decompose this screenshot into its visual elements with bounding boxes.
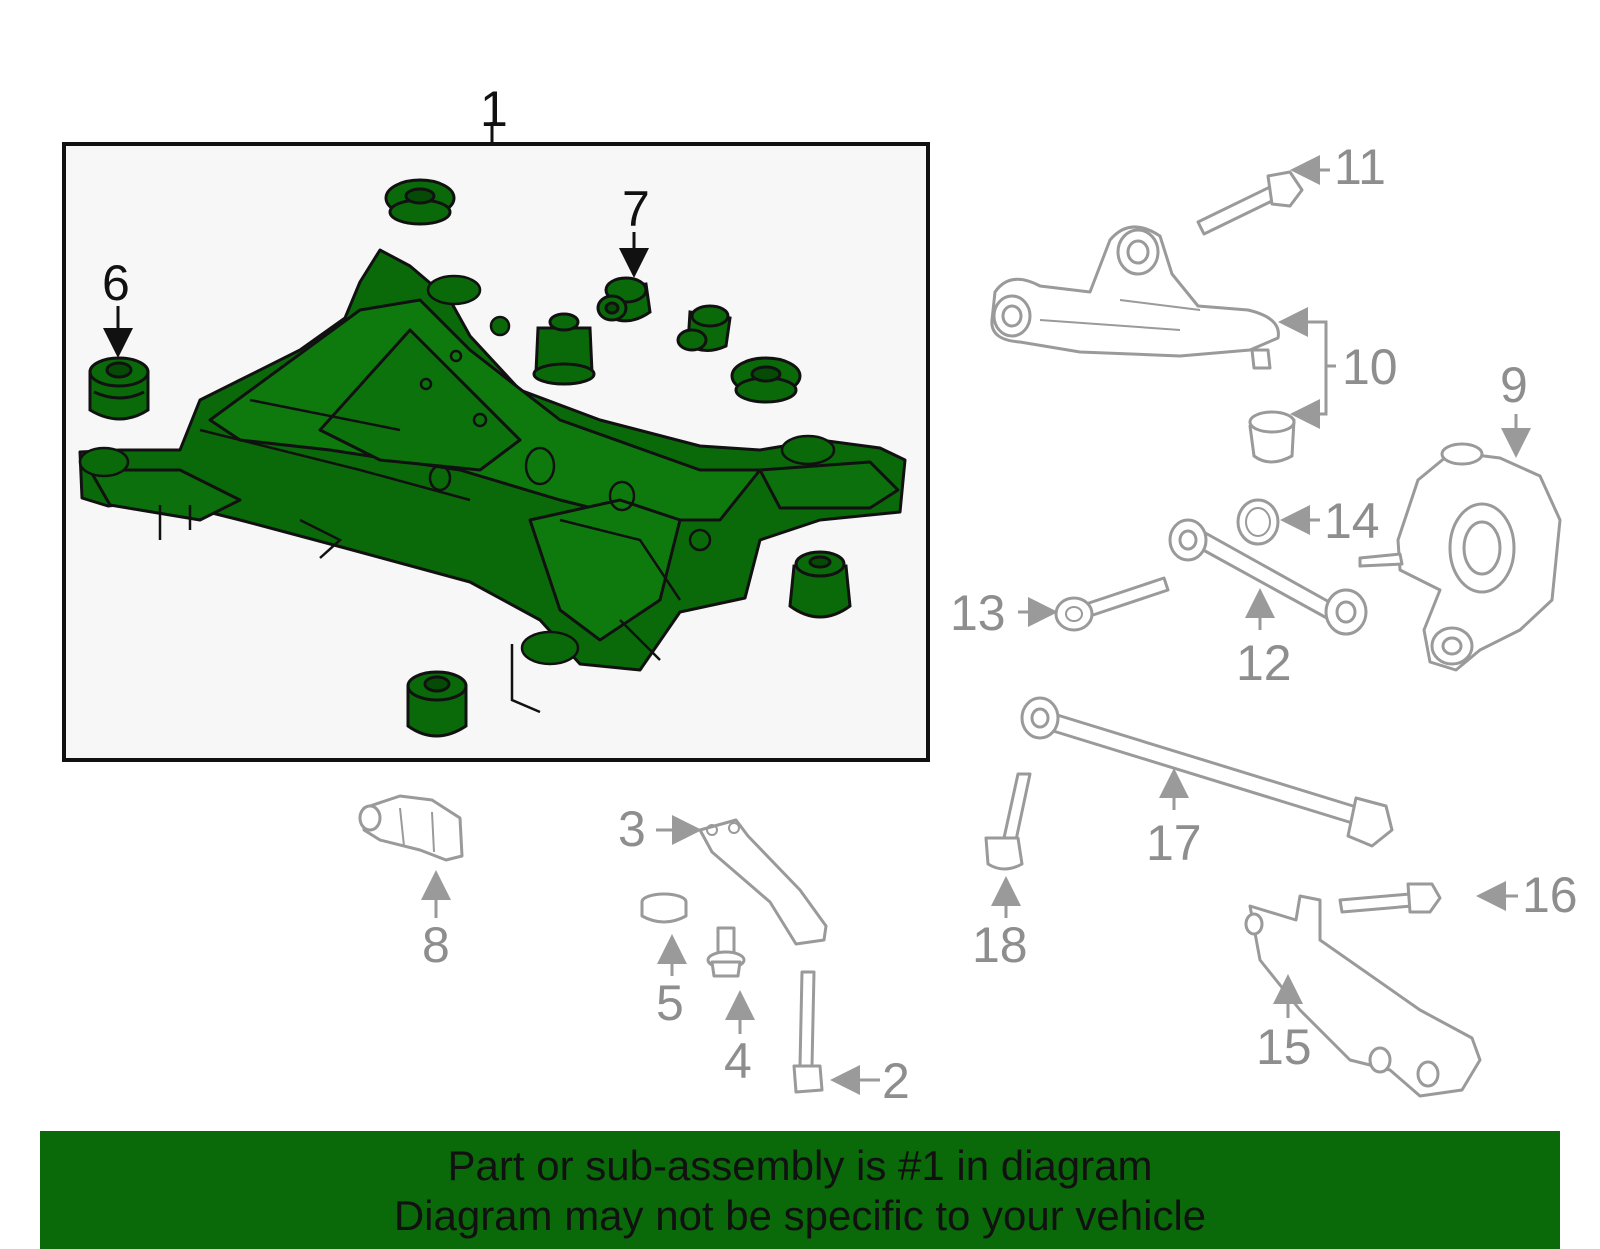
bracket-3[interactable] bbox=[698, 818, 828, 946]
callout-1: 1 bbox=[480, 81, 508, 137]
rear-subframe[interactable] bbox=[78, 248, 907, 672]
knuckle-9[interactable] bbox=[1358, 442, 1562, 672]
subframe-details bbox=[78, 274, 836, 714]
bolt-11[interactable] bbox=[1196, 170, 1304, 236]
mount-rubber-right[interactable] bbox=[730, 356, 802, 404]
bolt-13[interactable] bbox=[1054, 576, 1170, 632]
callout-7: 7 bbox=[622, 181, 650, 237]
callout-4: 4 bbox=[724, 1033, 752, 1089]
info-banner: Part or sub-assembly is #1 in diagram Di… bbox=[40, 1131, 1560, 1249]
subframe-assembly-panel[interactable] bbox=[62, 122, 930, 762]
callout-14: 14 bbox=[1324, 493, 1380, 549]
upper-control-arm[interactable] bbox=[990, 225, 1280, 370]
bolt-18[interactable] bbox=[984, 772, 1032, 871]
callout-9: 9 bbox=[1500, 357, 1528, 413]
callout-2: 2 bbox=[882, 1053, 910, 1109]
mount-rubber-upper[interactable] bbox=[384, 178, 456, 226]
bracket-8[interactable] bbox=[358, 794, 464, 862]
callout-16: 16 bbox=[1522, 867, 1578, 923]
bushing-7[interactable] bbox=[596, 276, 652, 323]
callout-18: 18 bbox=[972, 917, 1028, 973]
bolt-2[interactable] bbox=[792, 970, 824, 1094]
callout-6: 6 bbox=[102, 255, 130, 311]
washer-5[interactable] bbox=[640, 892, 688, 924]
callout-15: 15 bbox=[1256, 1019, 1312, 1075]
callout-5: 5 bbox=[656, 975, 684, 1031]
link-12[interactable] bbox=[1168, 518, 1368, 636]
callout-13: 13 bbox=[950, 585, 1006, 641]
grey-leaders bbox=[421, 155, 1531, 1095]
bushing-right-lower[interactable] bbox=[788, 550, 852, 619]
callout-3: 3 bbox=[618, 801, 646, 857]
bolt-4[interactable] bbox=[706, 926, 746, 978]
callout-11: 11 bbox=[1334, 139, 1386, 195]
bushing-center[interactable] bbox=[532, 312, 596, 386]
banner-line-2: Diagram may not be specific to your vehi… bbox=[393, 1192, 1207, 1239]
callout-8: 8 bbox=[422, 917, 450, 973]
bushing-small[interactable] bbox=[676, 304, 732, 352]
bushing-6[interactable] bbox=[88, 356, 150, 421]
bolt-16[interactable] bbox=[1338, 882, 1442, 914]
callout-10: 10 bbox=[1342, 339, 1398, 395]
bushing-bottom[interactable] bbox=[406, 670, 468, 738]
callout-12: 12 bbox=[1236, 635, 1292, 691]
lower-arm-15[interactable] bbox=[1244, 894, 1482, 1098]
ball-joint-10[interactable] bbox=[1248, 410, 1296, 464]
bushing-14[interactable] bbox=[1236, 498, 1280, 546]
control-rod-17[interactable] bbox=[1020, 696, 1394, 848]
banner-line-1: Part or sub-assembly is #1 in diagram bbox=[447, 1142, 1153, 1189]
callout-17: 17 bbox=[1146, 815, 1202, 871]
